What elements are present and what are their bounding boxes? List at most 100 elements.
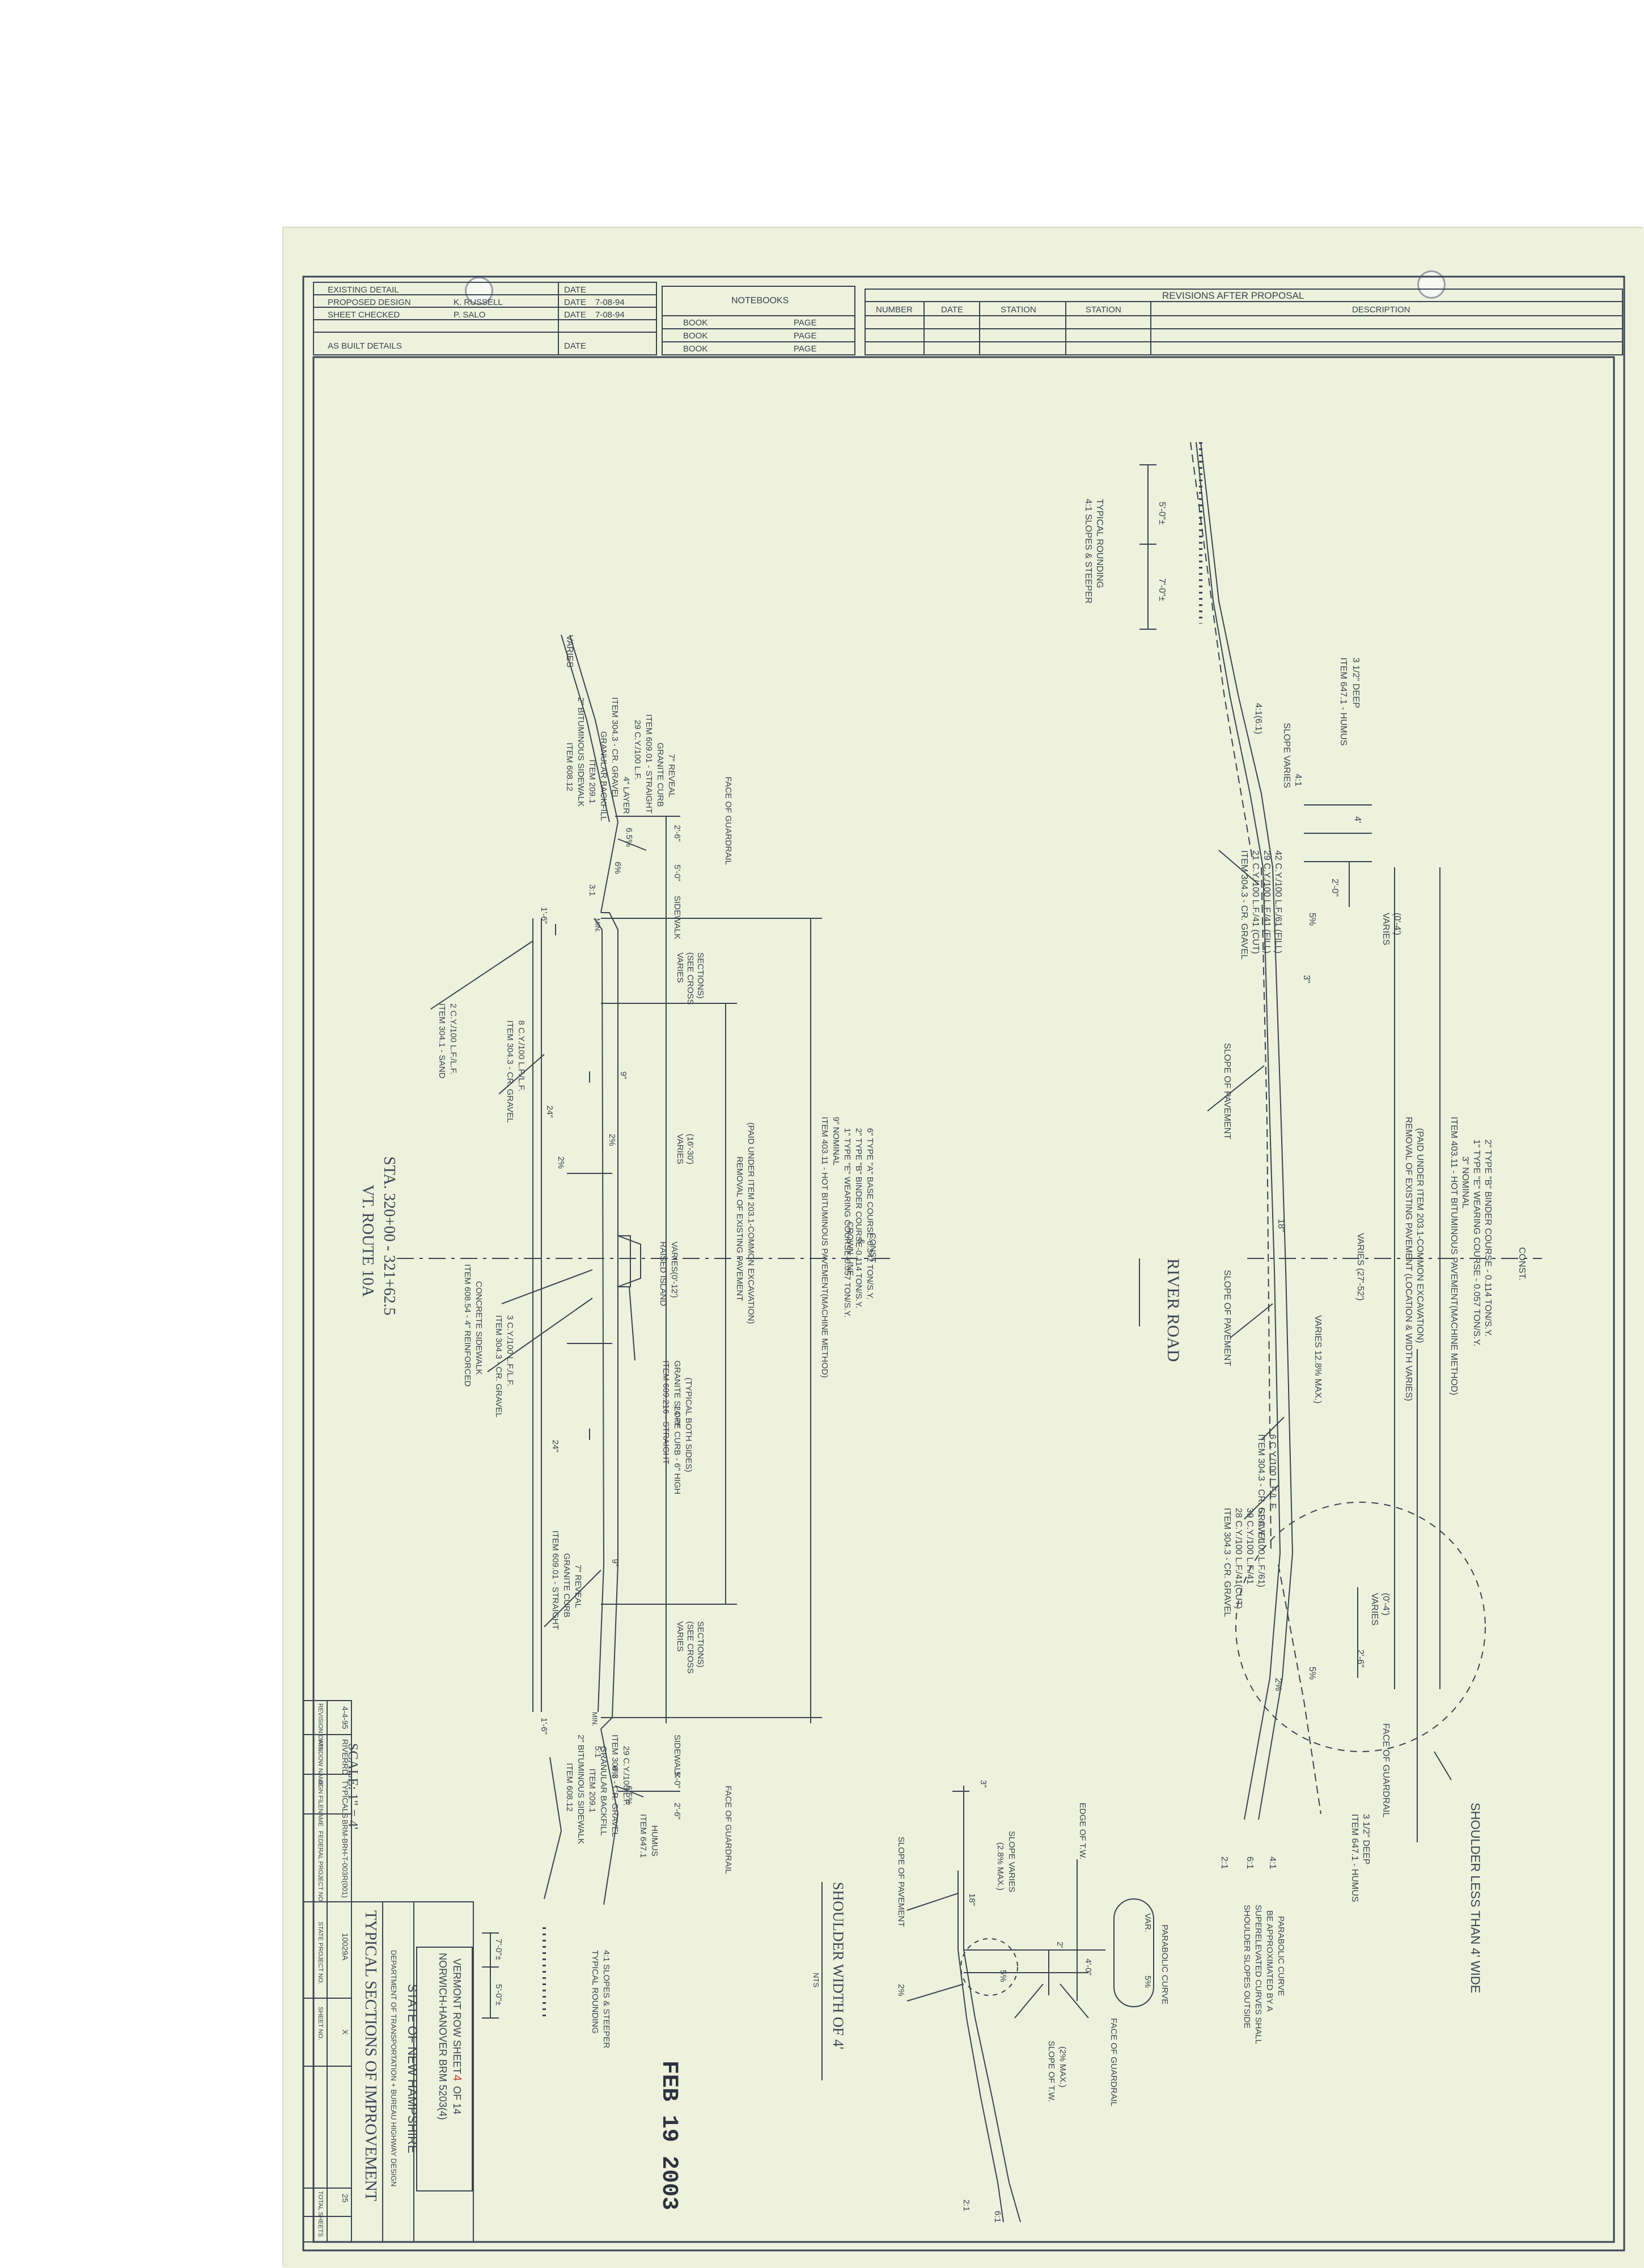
info-header: STATE PROJECT NO. — [317, 1922, 324, 1985]
river-road-section: 5'-0"± 7'-0"± TYPICAL ROUNDING 4:1 SLOPE… — [1083, 442, 1542, 1993]
gravel-qty: 39 C.Y./100 L.F./41 — [1245, 1508, 1255, 1584]
varies-max: (2.8% MAX.) — [995, 1842, 1005, 1890]
slope-pct: 6.5% — [624, 1786, 634, 1805]
notebook-book: BOOK — [683, 318, 707, 328]
humus-depth: 3 1/2" DEEP — [1351, 658, 1361, 708]
dim-24ft: 24'-0" — [672, 1406, 682, 1427]
slope-pavement-label: SLOPE OF PAVEMENT — [896, 1837, 906, 1927]
varies-cross: SECTIONS) — [696, 952, 705, 999]
gravel-qty: 21 C.Y./100 L.F./41 (CUT) — [1251, 850, 1260, 954]
crown-const: CONST — [868, 1233, 878, 1263]
parabolic-pct: 5% — [1143, 1976, 1153, 1988]
slope-pavement-label: SLOPE OF PAVEMENT — [1222, 1043, 1232, 1139]
revision-col: DATE — [941, 305, 963, 315]
detail-date-label: DATE — [564, 341, 586, 351]
state-project: 10029A — [341, 1933, 350, 1961]
removal-note: REMOVAL OF EXISTING PAVEMENT — [735, 1156, 744, 1301]
humus-item: ITEM 647.1 — [638, 1814, 648, 1858]
sidewalk-label: SIDEWALK — [672, 1735, 682, 1778]
gravel-qty: 29 C.Y./100 L.F./41 (FILL) — [1262, 850, 1272, 953]
slope-tw-max: (2% MAX.) — [1058, 2046, 1067, 2088]
removal-paid: (PAID UNDER ITEM 203.1-COMMON EXCAVATION… — [746, 1122, 756, 1324]
curb-item: ITEM 609.01 - STRAIGHT — [644, 714, 654, 813]
sidewalk-item: ITEM 608.12 — [565, 1763, 574, 1812]
pavement-course: 2" TYPE "B" BINDER COURSE - 0.114 TON/S.… — [1483, 1139, 1493, 1337]
const-label: CONST. — [1517, 1247, 1527, 1281]
slope-pct: 5% — [1307, 1667, 1317, 1680]
varies-label: VARIES — [1381, 913, 1391, 946]
parabolic-curve: PARABOLIC CURVE — [1160, 1924, 1170, 2004]
slope-pct: 2% — [607, 1134, 617, 1146]
removal-paid: (PAID UNDER ITEM 203.1-COMMON EXCAVATION… — [1415, 1128, 1425, 1343]
varies-range: (0'-4') — [1381, 1593, 1391, 1616]
varies-label: VARIES — [675, 1621, 685, 1652]
date-stamp-text: FEB 19 2003 — [656, 2061, 681, 2210]
curb-desc: GRANITE CURB — [562, 1553, 571, 1617]
dim-4ft: 4' — [1353, 816, 1362, 823]
sidewalk-label: SIDEWALK — [672, 896, 682, 939]
detail-row-label: SHEET CHECKED — [328, 310, 400, 320]
gravel-item: ITEM 304.3 - CR. GRAVEL — [505, 1020, 515, 1123]
typical-rounding: TYPICAL ROUNDING — [590, 1950, 600, 2034]
sidewalk-dim: 5'-0" — [672, 864, 682, 881]
dim-5ft: 5'-0"± — [494, 1984, 503, 2006]
slope-pct: 6% — [610, 1766, 620, 1778]
gravel-item: ITEM 304.3 - CR. GRAVEL — [1239, 850, 1249, 960]
detail-row-label: AS BUILT DETAILS — [328, 341, 402, 351]
dim-3in: 3" — [978, 1780, 988, 1788]
slope-pavement-label: SLOPE OF PAVEMENT — [1222, 1270, 1232, 1366]
gravel-qty: 8 C.Y./100 L.F./L.F. — [516, 1020, 526, 1092]
varies-slope: SLOPE VARIES — [1007, 1831, 1016, 1892]
slope-ratio: 5:1 — [593, 1746, 603, 1758]
designer-name: K. RUSSELL — [454, 298, 503, 307]
gravel-qty: 29 C.Y./100 L.F. — [633, 720, 642, 780]
info-header: SHEET NO. — [317, 2007, 324, 2040]
detail-row-label: EXISTING DETAIL — [328, 285, 399, 295]
revision-col: DESCRIPTION — [1352, 305, 1410, 315]
gravel-item: ITEM 304.3 - CR. GRAVEL — [610, 1735, 620, 1837]
varies-width: VARIES (27'-52') — [1355, 1233, 1365, 1301]
info-header: FEDERAL PROJECT NO. — [317, 1831, 324, 1903]
checker-name: P. SALO — [454, 310, 485, 320]
notebook-page: PAGE — [794, 344, 817, 354]
dim-18in: 18" — [967, 1893, 977, 1906]
gravel-item: ITEM 304.3 - CR. GRAVEL — [494, 1315, 503, 1418]
curb-reveal: 7" REVEAL — [573, 1565, 583, 1608]
backfill-item: ITEM 209.1 — [587, 1769, 597, 1813]
pavement-course: 6" TYPE "A" BASE COURSE-0.342 TON/S.Y. — [865, 1128, 875, 1300]
info-header: TOTAL SHEETS — [317, 2191, 324, 2237]
sheet-count: OF 14 — [451, 2086, 463, 2114]
backfill-desc: GRANULAR BACKFILL — [599, 1746, 608, 1835]
department-name: DEPARTMENT OF TRANSPORTATION + BUREAU HI… — [389, 1950, 398, 2186]
slope-ratio: 6:1 — [993, 2211, 1002, 2223]
nts-label: NTS — [812, 1973, 820, 1987]
gravel-layer: 4" LAYER — [621, 777, 631, 814]
detail-date-label: DATE — [564, 285, 586, 295]
varies-label: VARIES — [565, 635, 574, 668]
pavement-depth: 9" NOMINAL — [831, 1117, 841, 1165]
varies-range: (0'-4') — [1392, 913, 1402, 935]
slope-ratio: 6:1 — [1245, 1856, 1255, 1869]
detail-row-label: PROPOSED DESIGN — [328, 298, 411, 307]
slope-ratio: 3:1 — [587, 884, 597, 896]
window-name: RIVERRD — [341, 1739, 350, 1775]
slope-ratio: 2:1 — [1219, 1856, 1229, 1869]
sidewalk-item: ITEM 608.12 — [565, 743, 574, 791]
slope-ratio: 4:1(6:1) — [1253, 703, 1263, 734]
total-sheets: 25 — [341, 2194, 350, 2203]
raised-island: RAISED ISLAND — [658, 1241, 668, 1306]
parabolic-var: VAR. — [1143, 1913, 1153, 1932]
revision-col: STATION — [1001, 305, 1036, 315]
dim-7ft: 7'-0"± — [494, 1939, 503, 1960]
info-header: DGN FILENAME — [317, 1780, 324, 1827]
varies-cross: (SEE CROSS — [685, 952, 695, 1005]
curb-reveal: 7" REVEAL — [667, 754, 676, 798]
sidewalk-dim: 5'-0" — [672, 1771, 682, 1788]
shoulder-detail: SHOULDER WIDTH OF 4' NTS 3" SLOPE OF PAV… — [812, 1780, 1286, 2223]
varies-slope: VARIES 12.8% MAX.) — [1313, 1315, 1323, 1404]
dim-18in: 18" — [1276, 1219, 1286, 1232]
detail-block — [313, 282, 657, 355]
varies-cross: (SEE CROSS — [685, 1621, 695, 1674]
varies-range: (16'-30') — [685, 1134, 695, 1164]
removal-note: REMOVAL OF EXISTING PAVEMENT (LOCATION &… — [1404, 1117, 1413, 1401]
